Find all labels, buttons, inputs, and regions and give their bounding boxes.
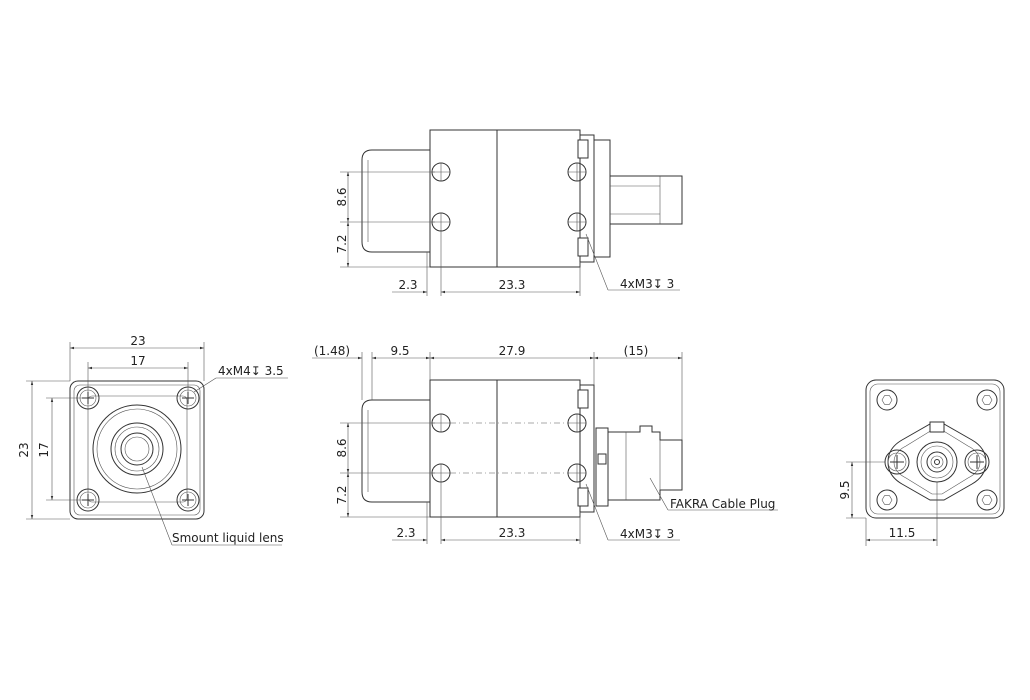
front-screws <box>76 386 200 512</box>
side-dim-vertical-upper: 8.6 <box>335 438 349 457</box>
front-dim-width-outer: 23 <box>130 334 145 348</box>
top-lens-barrel <box>361 149 431 253</box>
side-dim-body: 27.9 <box>499 344 526 358</box>
top-connector <box>609 175 683 225</box>
top-body-front <box>429 129 498 268</box>
front-lens <box>92 404 182 494</box>
top-view: 8.6 7.2 2.3 23.3 4xM3↧ 3 <box>335 129 683 296</box>
side-dim-offset: (1.48) <box>314 344 350 358</box>
side-callout-holes: 4xM3↧ 3 <box>620 527 674 541</box>
side-body-front <box>429 379 498 518</box>
top-dim-left: 2.3 <box>398 278 417 292</box>
side-lens-barrel <box>361 399 431 503</box>
rear-connector-flange <box>887 423 987 501</box>
front-dim-height-inner: 17 <box>37 442 51 457</box>
top-dim-vertical-lower: 7.2 <box>335 234 349 253</box>
front-callout-holes: 4xM4↧ 3.5 <box>218 364 284 378</box>
top-body-rear <box>496 129 581 268</box>
side-callout-plug: FAKRA Cable Plug <box>670 497 775 511</box>
rear-hex-screws <box>876 389 998 511</box>
top-callout-holes: 4xM3↧ 3 <box>620 277 674 291</box>
front-plate-outer <box>69 380 205 520</box>
rear-dim-height: 9.5 <box>838 480 852 499</box>
side-dim-vertical-lower: 7.2 <box>335 485 349 504</box>
side-dim-main: 23.3 <box>499 526 526 540</box>
front-callout-lens: Smount liquid lens <box>172 531 284 545</box>
side-dim-plug: (15) <box>624 344 649 358</box>
side-fakra-plug <box>595 425 683 507</box>
front-dim-height-outer: 23 <box>17 442 31 457</box>
side-view: (1.48) 9.5 27.9 (15) 8.6 7.2 2.3 23.3 4x… <box>312 344 778 544</box>
top-dim-main: 23.3 <box>499 278 526 292</box>
side-dim-body-front: 9.5 <box>390 344 409 358</box>
side-body-rear <box>496 379 581 518</box>
front-plate-inner <box>87 395 188 503</box>
side-dim-left: 2.3 <box>396 526 415 540</box>
front-dim-width-inner: 17 <box>130 354 145 368</box>
front-view: 23 17 23 17 4xM4↧ 3.5 Smount liquid lens <box>17 334 288 546</box>
top-dim-vertical-upper: 8.6 <box>335 187 349 206</box>
rear-view: 9.5 11.5 <box>838 379 1005 546</box>
rear-dim-width: 11.5 <box>889 526 916 540</box>
